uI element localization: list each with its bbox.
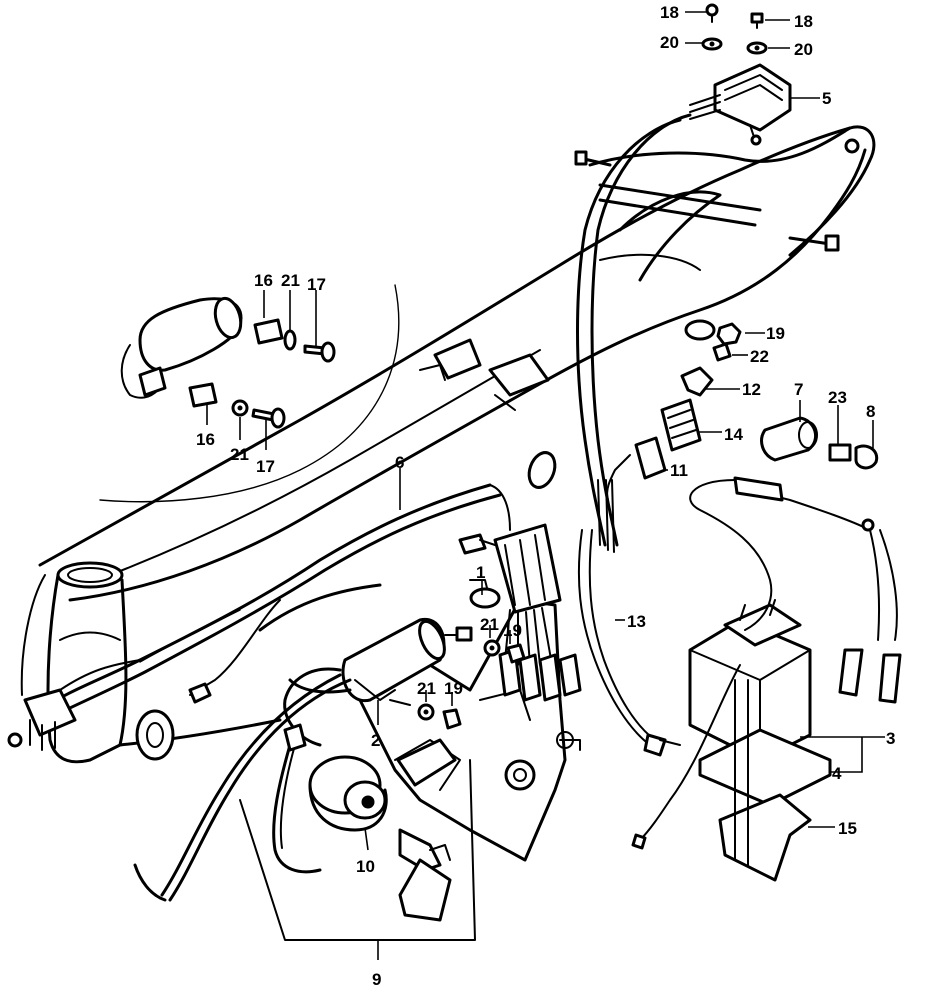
junction-box (689, 63, 792, 146)
ignition-coil (283, 617, 473, 747)
callout-21-coil: 21 (480, 615, 499, 634)
callout-2: 2 (371, 731, 380, 750)
harness-branch (133, 673, 476, 941)
callout-9: 9 (372, 970, 381, 989)
coil-hardware (417, 639, 526, 730)
inset-condenser (120, 296, 336, 429)
callout-13: 13 (627, 612, 646, 631)
callout-17-upper: 17 (307, 275, 326, 294)
callout-1: 1 (476, 563, 485, 582)
callout-21-inset: 21 (230, 445, 249, 464)
leader-lines (206, 11, 885, 960)
callout-20-right: 20 (794, 40, 813, 59)
callout-7: 7 (794, 380, 803, 399)
rectifier (458, 523, 582, 702)
callout-16-upper: 16 (254, 271, 273, 290)
callout-18-left: 18 (660, 3, 679, 22)
callout-21-lower: 21 (417, 679, 436, 698)
battery-assembly (631, 476, 902, 882)
wire-harness (7, 483, 511, 751)
callout-14: 14 (724, 425, 743, 444)
callout-19-lower: 19 (444, 679, 463, 698)
callout-19-right: 19 (766, 324, 785, 343)
top-screws (701, 3, 768, 55)
callout-22: 22 (750, 347, 769, 366)
ignition-switch (272, 723, 452, 922)
callout-21-upper: 21 (281, 271, 300, 290)
callout-labels: 18 20 18 20 5 19 22 12 7 23 8 14 11 6 1 … (196, 3, 895, 989)
callout-15: 15 (838, 819, 857, 838)
callout-4: 4 (832, 764, 842, 783)
callout-12: 12 (742, 380, 761, 399)
right-parts (606, 322, 879, 501)
callout-23: 23 (828, 388, 847, 407)
callout-18-right: 18 (794, 12, 813, 31)
callout-6: 6 (395, 453, 404, 472)
callout-19-coil: 19 (503, 621, 522, 640)
callout-16-lower: 16 (196, 430, 215, 449)
callout-11: 11 (670, 461, 688, 480)
frame (38, 125, 876, 764)
callout-3: 3 (886, 729, 895, 748)
callout-8: 8 (866, 402, 875, 421)
callout-17-lower: 17 (256, 457, 275, 476)
callout-20-left: 20 (660, 33, 679, 52)
engine-case (358, 579, 581, 862)
callout-5: 5 (822, 89, 831, 108)
callout-10: 10 (356, 857, 375, 876)
